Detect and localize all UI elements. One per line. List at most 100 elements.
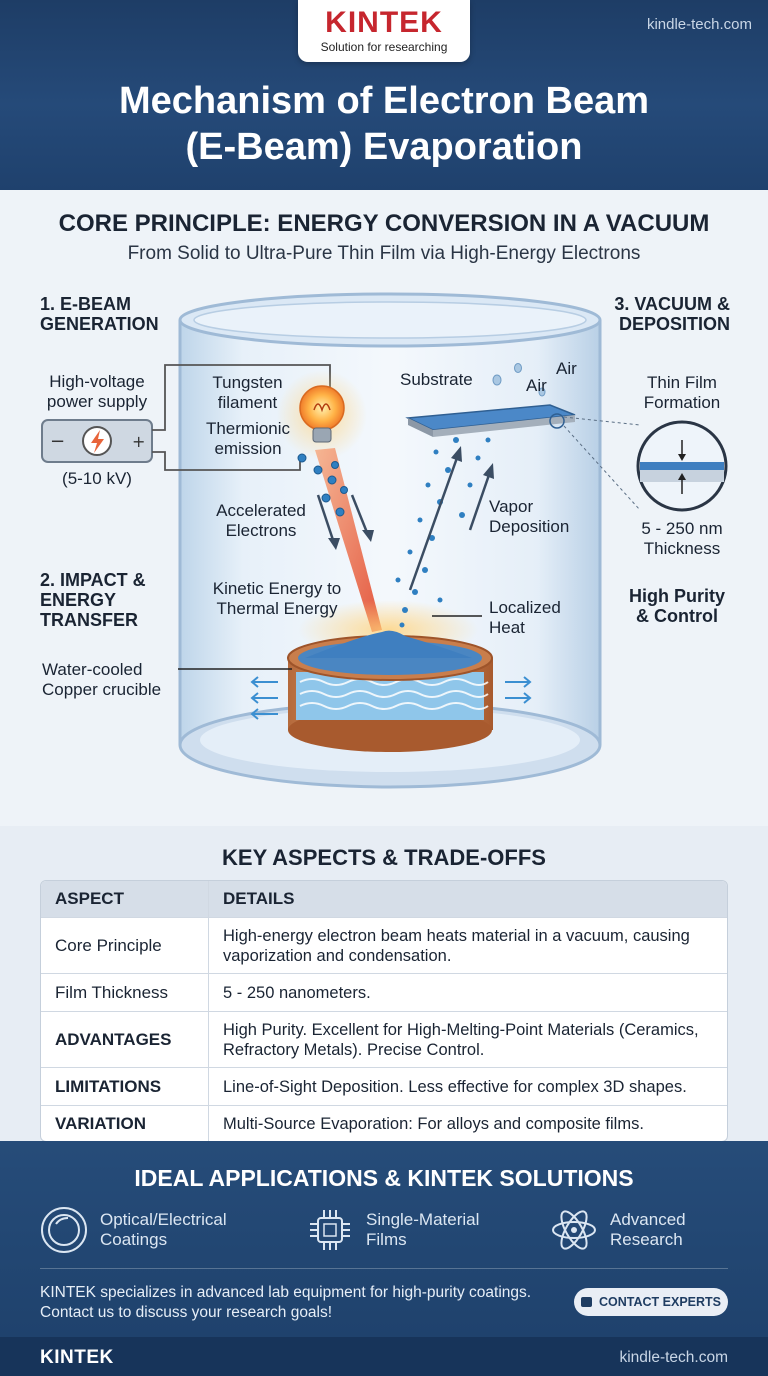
step2-line1: 2. IMPACT & xyxy=(40,570,146,590)
app-label-line2: Films xyxy=(366,1230,407,1249)
thickness-line1: 5 - 250 nm xyxy=(641,519,723,538)
film-line2: Formation xyxy=(643,393,721,412)
filament-label: Tungsten filament xyxy=(200,373,295,413)
kinetic-line2: Thermal Energy xyxy=(216,599,338,618)
vapor-line2: Deposition xyxy=(489,517,570,536)
filament-line2: filament xyxy=(217,393,278,412)
filament-line1: Tungsten xyxy=(212,373,283,392)
row-details: 5 - 250 nanometers. xyxy=(223,983,371,1002)
chat-icon xyxy=(581,1297,592,1307)
step1-label: 1. E-BEAM GENERATION xyxy=(40,294,159,334)
power-range-label: (5-10 kV) xyxy=(62,469,132,488)
row-aspect: Core Principle xyxy=(41,918,209,973)
app-label-line2: Research xyxy=(610,1230,683,1249)
footer-logo[interactable]: KINTEK xyxy=(40,1347,114,1368)
table-row: ADVANTAGES High Purity. Excellent for Hi… xyxy=(41,1011,727,1067)
table-header-row: ASPECT DETAILS xyxy=(41,881,727,917)
cta-text: KINTEK specializes in advanced lab equip… xyxy=(40,1283,580,1323)
svg-text:+: + xyxy=(132,432,145,451)
vapor-particles xyxy=(395,437,491,628)
header-aspect: ASPECT xyxy=(41,881,209,917)
applications-title: IDEAL APPLICATIONS & KINTEK SOLUTIONS xyxy=(134,1165,634,1191)
app-label-line2: Coatings xyxy=(100,1230,168,1249)
crucible-line1: Water-cooled xyxy=(42,660,143,679)
heat-line2: Heat xyxy=(489,618,525,637)
air-label-2: Air xyxy=(526,376,547,395)
core-principle-title: CORE PRINCIPLE: ENERGY CONVERSION IN A V… xyxy=(58,210,710,237)
lens-icon xyxy=(41,1207,87,1253)
row-details: High-energy electron beam heats material… xyxy=(223,926,690,965)
page-title-line1: Mechanism of Electron Beam xyxy=(118,80,650,122)
contact-experts-button[interactable]: CONTACT EXPERTS xyxy=(574,1288,728,1316)
vapor-line1: Vapor xyxy=(489,497,534,516)
app-single-material: Single-Material Films xyxy=(306,1207,479,1253)
step2-line2: ENERGY xyxy=(40,590,117,610)
air-molecules xyxy=(492,363,546,397)
purity-line2: & Control xyxy=(636,606,718,626)
site-url-top[interactable]: kindle-tech.com xyxy=(646,16,752,33)
ebeam-diagram: − + xyxy=(0,280,768,820)
row-details: High Purity. Excellent for High-Melting-… xyxy=(223,1020,699,1059)
row-aspect: VARIATION xyxy=(41,1106,209,1141)
app-label: Single-Material Films xyxy=(366,1210,479,1250)
svg-text:−: − xyxy=(50,431,65,452)
step3-label: 3. VACUUM & DEPOSITION xyxy=(610,294,730,334)
row-aspect: LIMITATIONS xyxy=(41,1068,209,1105)
accel-line2: Electrons xyxy=(225,521,297,540)
cta-line1: KINTEK specializes in advanced lab equip… xyxy=(40,1284,532,1301)
app-label: Optical/Electrical Coatings xyxy=(100,1210,227,1250)
row-aspect: Film Thickness xyxy=(41,974,209,1011)
power-line1: High-voltage xyxy=(49,372,145,391)
app-optical-coatings: Optical/Electrical Coatings xyxy=(40,1207,227,1253)
contact-experts-label: CONTACT EXPERTS xyxy=(599,1295,721,1309)
power-line2: power supply xyxy=(46,392,148,411)
accel-line1: Accelerated xyxy=(216,501,306,520)
thermionic-line1: Thermionic xyxy=(205,419,291,438)
footer-bar xyxy=(0,1337,768,1376)
core-principle-subtitle: From Solid to Ultra-Pure Thin Film via H… xyxy=(127,243,641,264)
kintek-logo[interactable]: KINTEK Solution for researching xyxy=(298,0,470,62)
row-details: Line-of-Sight Deposition. Less effective… xyxy=(223,1077,687,1096)
step2-line3: TRANSFER xyxy=(40,610,138,630)
chip-icon xyxy=(310,1210,350,1250)
power-supply-label: High-voltage power supply xyxy=(42,372,152,412)
electron-beam xyxy=(315,448,382,632)
step3-line2: DEPOSITION xyxy=(618,314,730,334)
logo-tagline: Solution for researching xyxy=(320,40,448,54)
thickness-label: 5 - 250 nm Thickness xyxy=(630,519,734,559)
heat-label: Localized Heat xyxy=(489,598,561,638)
thermionic-label: Thermionic emission xyxy=(198,419,298,459)
film-label: Thin Film Formation xyxy=(630,373,734,413)
crucible-line2: Copper crucible xyxy=(42,680,162,699)
aspects-table: ASPECT DETAILS Core Principle High-energ… xyxy=(40,880,728,1142)
header-details: DETAILS xyxy=(223,889,295,908)
row-details: Multi-Source Evaporation: For alloys and… xyxy=(223,1114,644,1133)
diagram-illustration: − + xyxy=(41,292,728,789)
row-aspect: ADVANTAGES xyxy=(41,1012,209,1067)
thermionic-line2: emission xyxy=(214,439,282,458)
atom-icon xyxy=(552,1210,596,1250)
footer-site-url[interactable]: kindle-tech.com xyxy=(619,1349,728,1366)
thickness-line2: Thickness xyxy=(643,539,721,558)
table-row: Core Principle High-energy electron beam… xyxy=(41,917,727,973)
air-label-1: Air xyxy=(556,359,577,378)
crucible-label: Water-cooled Copper crucible xyxy=(42,660,161,700)
step2-label: 2. IMPACT & ENERGY TRANSFER xyxy=(40,570,146,630)
kinetic-label: Kinetic Energy to Thermal Energy xyxy=(202,579,352,619)
substrate-label: Substrate xyxy=(400,370,473,389)
page-title: Mechanism of Electron Beam (E-Beam) Evap… xyxy=(0,78,768,170)
heat-line1: Localized xyxy=(489,598,561,617)
app-label-line1: Advanced xyxy=(610,1210,686,1229)
table-row: LIMITATIONS Line-of-Sight Deposition. Le… xyxy=(41,1067,727,1105)
water-flow-arrows xyxy=(250,676,532,720)
electron-particles xyxy=(297,453,348,517)
step1-line2: GENERATION xyxy=(40,314,159,334)
purity-line1: High Purity xyxy=(628,586,725,606)
evaporant-pile xyxy=(305,630,472,658)
step3-line1: 3. VACUUM & xyxy=(614,294,730,314)
film-line1: Thin Film xyxy=(647,373,717,392)
app-label: Advanced Research xyxy=(610,1210,686,1250)
logo-name: KINTEK xyxy=(325,6,443,39)
page-title-line2: (E-Beam) Evaporation xyxy=(185,126,583,168)
kinetic-line1: Kinetic Energy to xyxy=(212,579,342,598)
